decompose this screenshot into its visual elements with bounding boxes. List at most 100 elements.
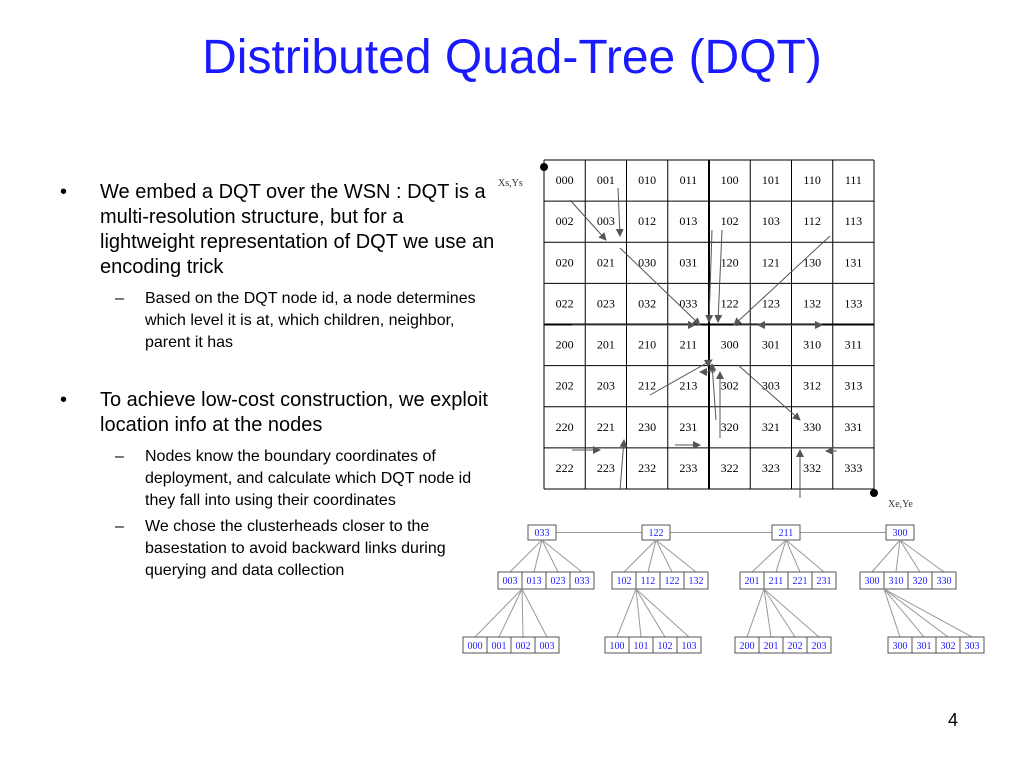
tree-mid-node-label: 201 bbox=[745, 576, 760, 587]
tree-leaf-node-label: 302 bbox=[941, 641, 956, 652]
grid-cell-label: 330 bbox=[803, 420, 821, 434]
grid-cell-label: 231 bbox=[679, 420, 697, 434]
tree-top-node-label: 033 bbox=[535, 528, 550, 539]
tree-mid-node-label: 310 bbox=[889, 576, 904, 587]
tree-leaf-node bbox=[676, 636, 702, 654]
tree-mid-node bbox=[683, 571, 709, 590]
tree-edge bbox=[635, 588, 690, 638]
slide-title: Distributed Quad-Tree (DQT) bbox=[202, 31, 822, 84]
tree-edge bbox=[895, 539, 901, 573]
sub-bullet-item: – We chose the clusterheads closer to th… bbox=[60, 516, 500, 582]
tree-edge bbox=[509, 539, 543, 573]
grid-cell-label: 333 bbox=[844, 461, 862, 475]
tree-mid-node-label: 013 bbox=[527, 576, 542, 587]
tree-mid-node-label: 023 bbox=[551, 576, 566, 587]
sub-bullet-mark: – bbox=[115, 518, 124, 535]
tree-top-node-label: 211 bbox=[779, 528, 794, 539]
flow-arrow bbox=[619, 439, 628, 491]
grid-cell-label: 103 bbox=[762, 214, 780, 228]
tree-mid-node-label: 320 bbox=[913, 576, 928, 587]
grid-cell-label: 012 bbox=[638, 214, 656, 228]
tree-edge bbox=[883, 588, 949, 638]
flow-arrow bbox=[615, 187, 624, 237]
tree-edge bbox=[763, 588, 796, 638]
tree-edge bbox=[763, 588, 772, 638]
tree-edge bbox=[655, 539, 697, 573]
tree-edge bbox=[616, 588, 637, 638]
bullet-text: To achieve low-cost construction, we exp… bbox=[100, 389, 488, 436]
grid-cell-label: 110 bbox=[803, 173, 821, 187]
bullet-mark: • bbox=[60, 389, 68, 411]
bullet-text: We embed a DQT over the WSN : DQT is a m… bbox=[100, 181, 495, 278]
tree-edge bbox=[899, 539, 945, 573]
grid-cell-label: 200 bbox=[556, 338, 574, 352]
sub-bullet-text: We chose the clusterheads closer to the … bbox=[145, 518, 446, 579]
grid-cell-label: 033 bbox=[679, 296, 697, 310]
sub-bullet-text: Nodes know the boundary coordinates of d… bbox=[145, 448, 472, 509]
grid-cell-label: 001 bbox=[597, 173, 615, 187]
end-corner-dot bbox=[870, 489, 878, 497]
sub-bullet-item: – Nodes know the boundary coordinates of… bbox=[60, 446, 500, 512]
grid-cell-label: 003 bbox=[597, 214, 615, 228]
tree-edge bbox=[533, 539, 543, 573]
grid-cell-label: 302 bbox=[721, 379, 739, 393]
tree-edge bbox=[655, 539, 673, 573]
tree-leaf-node-label: 001 bbox=[492, 641, 507, 652]
grid-cell-label: 011 bbox=[680, 173, 698, 187]
tree-edge bbox=[899, 539, 921, 573]
bullet-item: • To achieve low-cost construction, we e… bbox=[60, 388, 500, 438]
grid-cell-label: 013 bbox=[679, 214, 697, 228]
tree-edge bbox=[498, 588, 523, 638]
grid-cell-label: 032 bbox=[638, 296, 656, 310]
grid-cell-label: 311 bbox=[845, 338, 863, 352]
tree-mid-node-label: 112 bbox=[641, 576, 656, 587]
tree-mid-node-label: 033 bbox=[575, 576, 590, 587]
grid-cell-label: 322 bbox=[721, 461, 739, 475]
grid-cell-label: 303 bbox=[762, 379, 780, 393]
tree-leaf-node-label: 201 bbox=[764, 641, 779, 652]
end-corner-label: Xe,Ye bbox=[888, 499, 913, 510]
grid-cell-label: 111 bbox=[845, 173, 862, 187]
grid-cell-label: 123 bbox=[762, 296, 780, 310]
bullet-item: • We embed a DQT over the WSN : DQT is a… bbox=[60, 180, 500, 280]
tree-mid-node bbox=[931, 571, 957, 590]
grid-cell-label: 021 bbox=[597, 255, 615, 269]
grid-cell-label: 203 bbox=[597, 379, 615, 393]
grid-cell-label: 023 bbox=[597, 296, 615, 310]
tree-mid-node bbox=[811, 571, 837, 590]
tree-mid-node-label: 211 bbox=[769, 576, 784, 587]
start-corner-label: Xs,Ys bbox=[498, 178, 523, 189]
tree-leaf-node-label: 303 bbox=[965, 641, 980, 652]
grid-cell-label: 120 bbox=[721, 255, 739, 269]
flow-arrow bbox=[619, 247, 701, 326]
tree-edge bbox=[647, 539, 657, 573]
tree-edge bbox=[871, 539, 901, 573]
tree-edge bbox=[541, 539, 583, 573]
tree-top-node-label: 300 bbox=[893, 528, 908, 539]
grid-cell-label: 121 bbox=[762, 255, 780, 269]
tree-leaf-node-label: 000 bbox=[468, 641, 483, 652]
grid-cell-label: 133 bbox=[844, 296, 862, 310]
grid-cell-label: 020 bbox=[556, 255, 574, 269]
grid-cell-label: 030 bbox=[638, 255, 656, 269]
grid-cell-label: 323 bbox=[762, 461, 780, 475]
grid-cell-label: 313 bbox=[844, 379, 862, 393]
flow-arrow bbox=[737, 364, 801, 421]
flow-arrow bbox=[714, 229, 723, 323]
tree-edge bbox=[746, 588, 765, 638]
grid-cell-label: 232 bbox=[638, 461, 656, 475]
sub-bullet-mark: – bbox=[115, 290, 124, 307]
grid-cell-label: 233 bbox=[679, 461, 697, 475]
tree-leaf-node-label: 202 bbox=[788, 641, 803, 652]
grid-cell-label: 230 bbox=[638, 420, 656, 434]
flow-arrow bbox=[649, 359, 713, 396]
tree-leaf-node-label: 300 bbox=[893, 641, 908, 652]
tree-edge bbox=[775, 539, 787, 573]
grid-cell-label: 222 bbox=[556, 461, 574, 475]
tree-edge bbox=[751, 539, 787, 573]
grid-cell-label: 220 bbox=[556, 420, 574, 434]
bullet-mark: • bbox=[60, 181, 68, 203]
tree-leaf-node-label: 103 bbox=[682, 641, 697, 652]
